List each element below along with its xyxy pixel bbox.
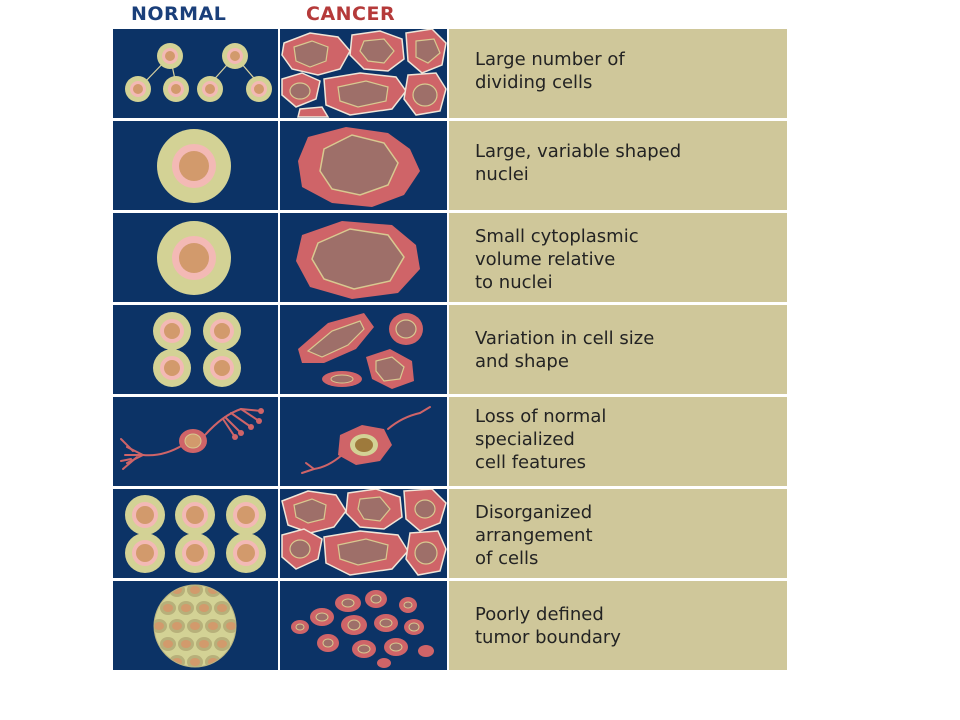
normal-dividing-cells-illustration [113, 29, 278, 118]
cancer-undifferentiated-illustration [280, 397, 447, 486]
normal-nucleus-illustration [113, 121, 278, 210]
cancer-dividing-cells-illustration [280, 29, 447, 118]
description-cell: Poorly defined tumor boundary [449, 581, 787, 670]
normal-uniform-cells-illustration [113, 305, 278, 394]
cancer-poorly-defined-boundary-illustration [280, 581, 447, 670]
description-cell: Loss of normal specialized cell features [449, 397, 787, 486]
description-text: Small cytoplasmic volume relative to nuc… [475, 226, 639, 293]
row-size-shape-variation: Variation in cell size and shape [113, 305, 787, 396]
description-text: Poorly defined tumor boundary [475, 604, 621, 648]
description-text: Large number of dividing cells [475, 49, 625, 93]
cancer-variable-cells-illustration [280, 305, 447, 394]
description-text: Large, variable shaped nuclei [475, 141, 682, 185]
row-specialized-features: Loss of normal specialized cell features [113, 397, 787, 488]
normal-cytoplasm-illustration [113, 213, 278, 302]
cancer-cytoplasm-illustration [280, 213, 447, 302]
cancer-nucleus-illustration [280, 121, 447, 210]
description-text: Variation in cell size and shape [475, 328, 655, 372]
cancer-disorganized-cells-illustration [280, 489, 447, 578]
normal-column-header: NORMAL [131, 3, 227, 25]
row-variable-nuclei: Large, variable shaped nuclei [113, 121, 787, 212]
description-text: Disorganized arrangement of cells [475, 502, 593, 569]
cancer-column-header: CANCER [306, 3, 396, 25]
description-cell: Variation in cell size and shape [449, 305, 787, 394]
row-cytoplasmic-volume: Small cytoplasmic volume relative to nuc… [113, 213, 787, 304]
row-disorganized-arrangement: Disorganized arrangement of cells [113, 489, 787, 580]
comparison-table: Large number of dividing cells Large, va… [113, 29, 787, 670]
description-cell: Large, variable shaped nuclei [449, 121, 787, 210]
normal-defined-boundary-illustration [113, 581, 278, 670]
description-cell: Large number of dividing cells [449, 29, 787, 118]
row-tumor-boundary: Poorly defined tumor boundary [113, 581, 787, 672]
row-dividing-cells: Large number of dividing cells [113, 29, 787, 120]
description-cell: Small cytoplasmic volume relative to nuc… [449, 213, 787, 302]
normal-organized-cells-illustration [113, 489, 278, 578]
description-cell: Disorganized arrangement of cells [449, 489, 787, 578]
normal-neuron-illustration [113, 397, 278, 486]
description-text: Loss of normal specialized cell features [475, 406, 607, 473]
